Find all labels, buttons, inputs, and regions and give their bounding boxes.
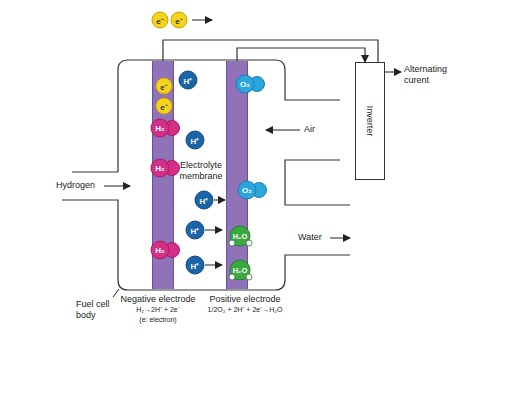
- hydrogen-pipe: [72, 171, 118, 172]
- molecule-label: H⁺: [186, 221, 204, 239]
- electron-circle: e⁻: [171, 12, 187, 28]
- molecule-label: O₂: [238, 181, 256, 199]
- molecule-circle: H⁺: [179, 71, 197, 89]
- wire-connector: [163, 40, 378, 62]
- molecule-circle: H₂: [151, 119, 169, 137]
- molecule-circle: O₂: [238, 181, 256, 199]
- cell-housing: [62, 200, 350, 290]
- molecule-circle: H₂: [151, 159, 169, 177]
- electrode-caption: Negative electrodeH₂→2H⁺ + 2e⁻(e: electr…: [120, 294, 195, 325]
- electron-arrow: [192, 20, 212, 21]
- molecule-circle: O₂: [236, 75, 254, 93]
- molecule-label: e⁻: [152, 12, 168, 28]
- molecule-circle: H⁺: [186, 131, 204, 149]
- inverter-box: Inverter: [355, 62, 385, 180]
- reaction-formula: 1/2O₂ + 2H⁺ + 2e⁻→H₂O: [208, 305, 283, 315]
- air-arrow: [266, 130, 300, 131]
- electron-circle: e⁻: [156, 98, 172, 114]
- ac-arrow: [385, 72, 401, 73]
- leader-line: [113, 289, 119, 297]
- molecule-label: H⁺: [186, 256, 204, 274]
- molecule-label: e⁻: [156, 78, 172, 94]
- molecule-label: e⁻: [171, 12, 187, 28]
- molecule-label: H⁺: [179, 71, 197, 89]
- proton-arrow: [205, 265, 222, 266]
- molecule-circle: H₂: [151, 241, 169, 259]
- water-arrow: [330, 238, 350, 239]
- proton-arrow: [205, 230, 222, 231]
- wire-connector: [237, 48, 365, 62]
- molecule-label: H₂: [151, 159, 169, 177]
- part-label: Electrolyte membrane: [176, 160, 226, 182]
- molecule-label: H⁺: [195, 191, 213, 209]
- molecule-label: H₂: [151, 241, 169, 259]
- reaction-formula: (e: electron): [120, 315, 195, 325]
- reaction-formula: H₂→2H⁺ + 2e⁻: [120, 305, 195, 315]
- part-label: Water: [298, 232, 330, 243]
- electrode-name: Negative electrode: [120, 294, 195, 305]
- molecule-circle: H⁺: [195, 191, 213, 209]
- hydrogen-arrow: [104, 186, 130, 187]
- molecule-label: e⁻: [156, 98, 172, 114]
- electrode-caption: Positive electrode1/2O₂ + 2H⁺ + 2e⁻→H₂O: [208, 294, 283, 315]
- molecule-circle: H₂O: [230, 226, 250, 246]
- electrode-band: Positive electrode1/2O₂ + 2H⁺ + 2e⁻→H₂O: [226, 61, 248, 289]
- molecule-circle: H₂O: [230, 260, 250, 280]
- electrode-name: Positive electrode: [208, 294, 283, 305]
- molecule-label: H₂O: [230, 260, 250, 280]
- electron-circle: e⁻: [152, 12, 168, 28]
- molecule-circle: H⁺: [186, 221, 204, 239]
- molecule-label: H⁺: [186, 131, 204, 149]
- body-label: Fuel cell body: [76, 299, 120, 321]
- part-label: Alternating curent: [404, 64, 466, 86]
- air-water-pipe: [285, 160, 350, 205]
- molecule-label: O₂: [236, 75, 254, 93]
- part-label: Hydrogen: [56, 180, 106, 191]
- part-label: Air: [304, 124, 334, 135]
- molecule-label: H₂: [151, 119, 169, 137]
- inverter-label: Inverter: [365, 106, 375, 137]
- molecule-label: H₂O: [230, 226, 250, 246]
- electron-circle: e⁻: [156, 78, 172, 94]
- proton-arrow: [214, 200, 225, 201]
- molecule-circle: H⁺: [186, 256, 204, 274]
